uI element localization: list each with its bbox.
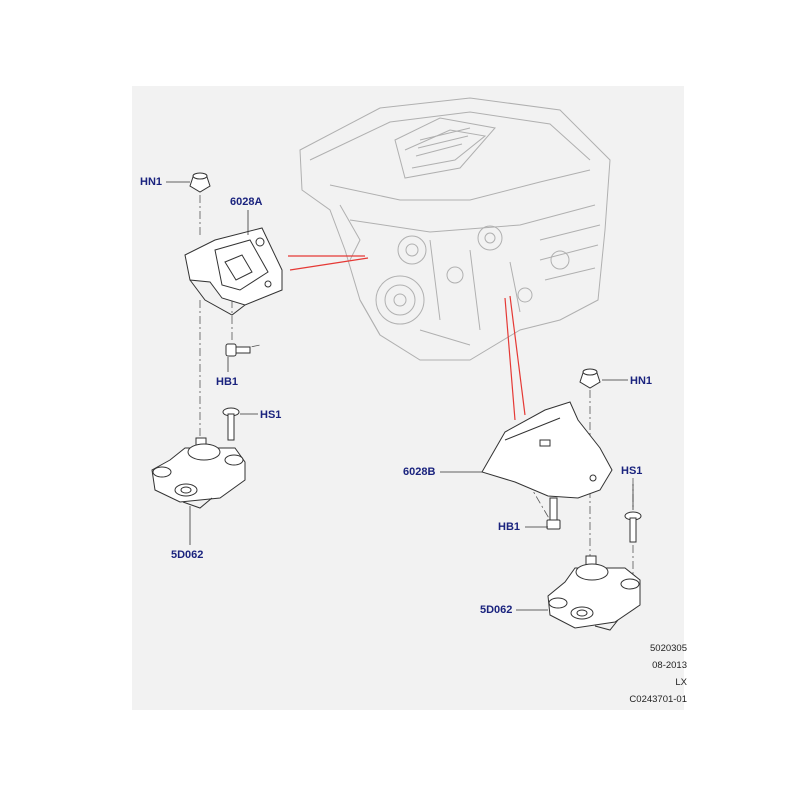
bracket-6028a (184, 227, 283, 316)
hn1-nut-left (189, 172, 211, 193)
callout-5d062-right: 5D062 (480, 604, 513, 616)
callout-hs1-right: HS1 (621, 465, 643, 477)
engine-illustration (299, 97, 611, 361)
hs1-stud-right (624, 511, 642, 543)
footer-ref-number: 5020305 (650, 643, 687, 654)
engine-mount-right (547, 555, 641, 631)
hn1-nut-right (579, 368, 601, 389)
hb1-bolt-left (225, 343, 251, 357)
callout-5d062-left: 5D062 (171, 549, 204, 561)
red-locator-lines (288, 255, 526, 421)
callout-hb1-left: HB1 (216, 376, 239, 388)
callout-hb1-right: HB1 (498, 521, 521, 533)
callout-hs1-left: HS1 (260, 409, 282, 421)
callout-hn1-left: HN1 (140, 176, 163, 188)
engine-mount-left (151, 437, 246, 509)
hb1-bolt-right (546, 497, 561, 530)
callout-6028b: 6028B (403, 466, 436, 478)
hs1-stud-left (222, 407, 240, 441)
callout-6028a: 6028A (230, 196, 263, 208)
bracket-6028b (481, 401, 613, 499)
footer-illustration-code: C0243701-01 (629, 694, 687, 705)
footer-model: LX (675, 677, 687, 688)
footer-date: 08-2013 (652, 660, 687, 671)
callout-hn1-right: HN1 (630, 375, 653, 387)
